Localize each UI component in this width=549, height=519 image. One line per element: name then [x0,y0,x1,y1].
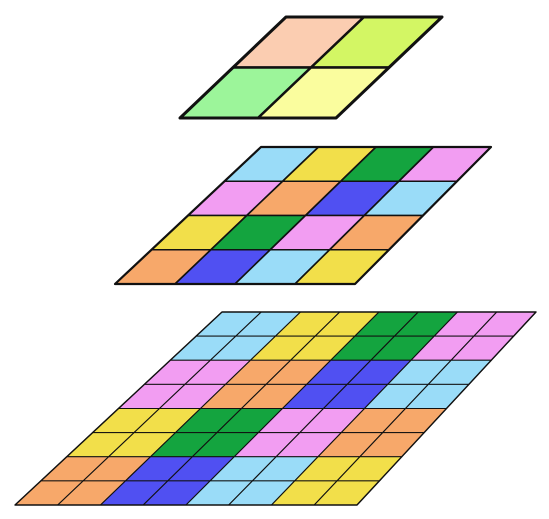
coarse-layer-outline [178,15,444,120]
coarse-layer [178,15,444,120]
fine-layer-outline [14,311,537,506]
fine-layer [14,311,537,506]
medium-layer-outline [113,145,493,286]
medium-layer [113,145,493,286]
